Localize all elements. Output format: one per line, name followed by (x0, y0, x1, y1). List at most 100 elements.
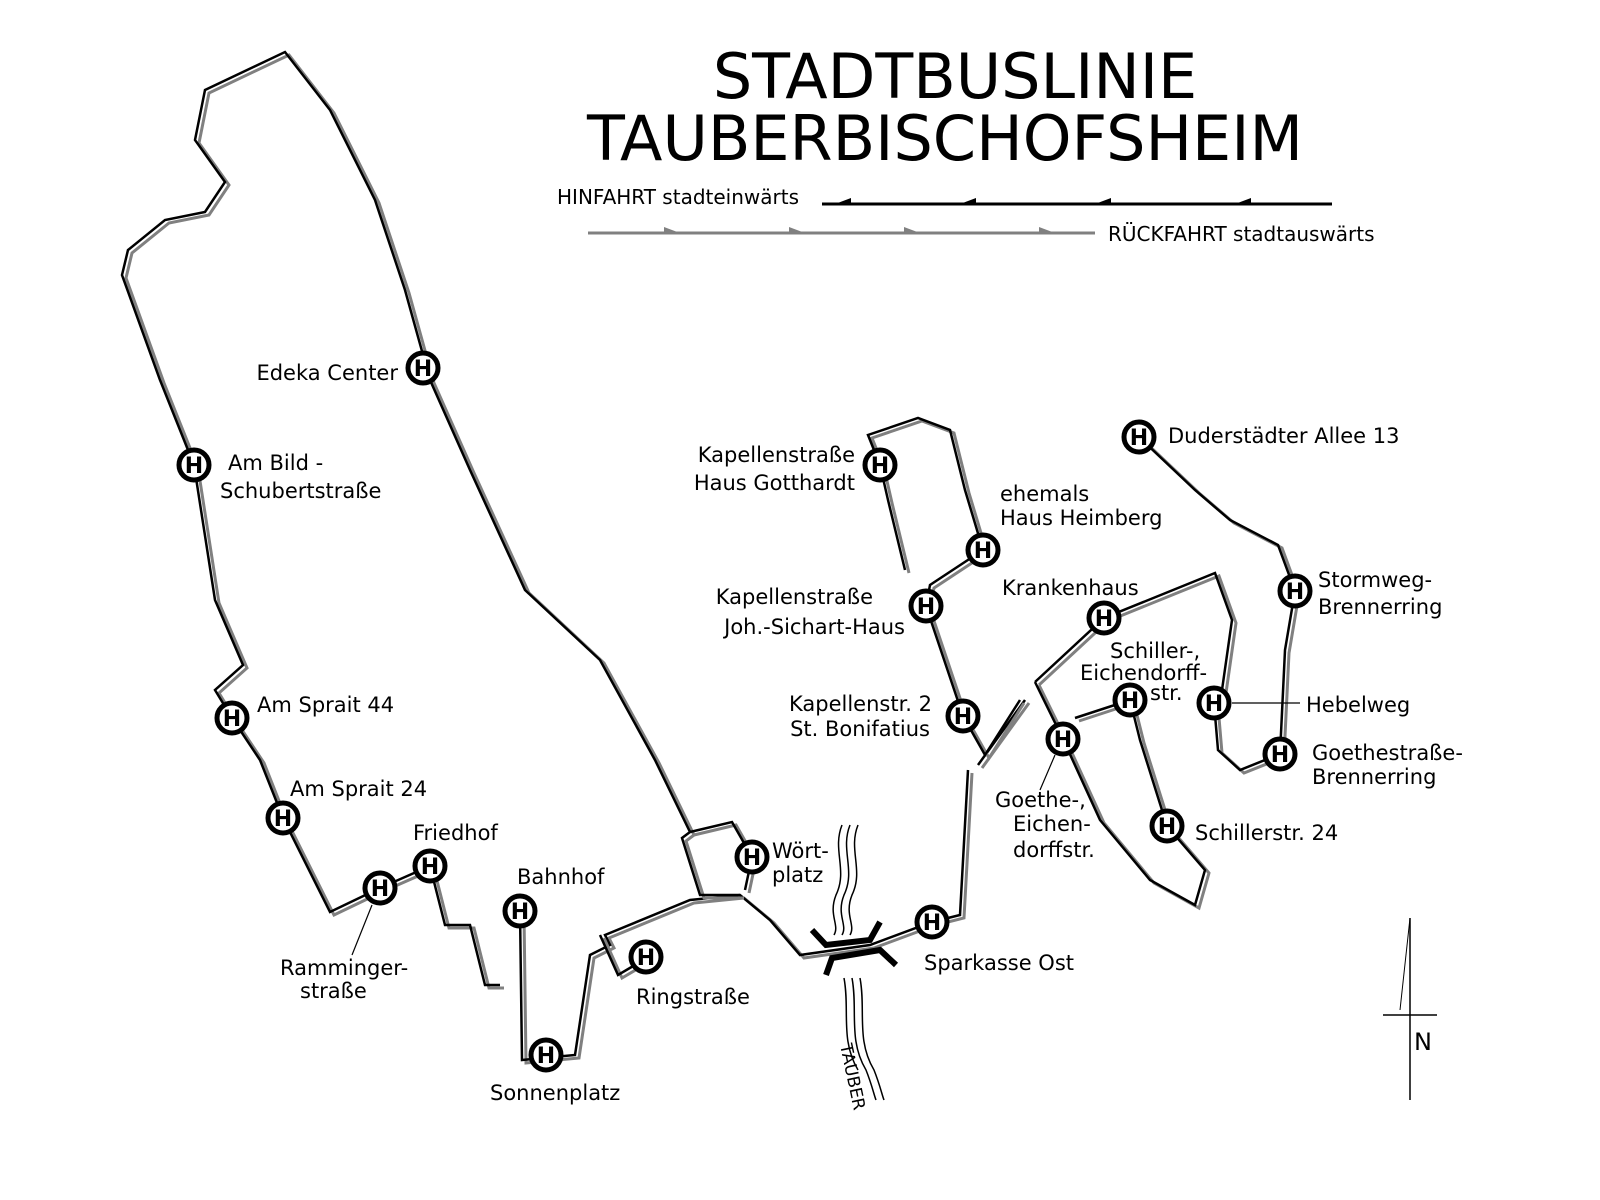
outbound-route-segment (680, 831, 740, 897)
stop-symbol: H (185, 454, 203, 479)
title-line-2: TAUBERBISCHOFSHEIM (586, 102, 1303, 175)
stop-label: platz (772, 863, 823, 887)
stop-label: Edeka Center (256, 361, 398, 385)
label-leader-line (351, 904, 373, 956)
bus-stop-icon: H (1277, 573, 1313, 609)
stop-symbol: H (1286, 580, 1304, 605)
arrow-right-icon (664, 227, 680, 233)
bus-stop-icon: H (628, 939, 664, 975)
stop-symbol: H (974, 539, 992, 564)
stop-symbol: H (1054, 728, 1072, 753)
bus-stop[interactable]: H Friedhof (412, 821, 498, 884)
stop-label: dorffstr. (1013, 838, 1095, 862)
north-label: N (1414, 1028, 1432, 1056)
outbound-route-segment (518, 769, 970, 1062)
stop-label: Kapellenstraße (716, 585, 873, 609)
return-route-segment (1037, 684, 1211, 911)
bus-stop-icon: H (862, 447, 898, 483)
north-arrow: N (1383, 917, 1437, 1100)
stop-label: Sonnenplatz (490, 1081, 620, 1105)
stop-label: straße (300, 979, 367, 1003)
stop-label: Haus Heimberg (1000, 506, 1162, 530)
bus-stop-icon: H (1112, 682, 1148, 718)
arrow-left-icon (1235, 198, 1251, 204)
bus-stop[interactable]: H Schillerstr. 24 (1149, 808, 1338, 845)
legend-return-label: RÜCKFAHRT stadtauswärts (1108, 222, 1375, 246)
stop-label: Kapellenstraße (698, 443, 855, 467)
stop-label: Ramminger- (280, 956, 408, 980)
stop-symbol: H (954, 705, 972, 730)
stop-symbol: H (537, 1044, 555, 1069)
stop-label: ehemals (1000, 482, 1089, 506)
bus-stop-icon: H (1086, 600, 1122, 636)
bus-stop[interactable]: H Hebelweg (1196, 685, 1410, 721)
legend-outbound-label: HINFAHRT stadteinwärts (557, 185, 799, 209)
stop-label: Brennerring (1312, 765, 1436, 789)
stop-label: Duderstädter Allee 13 (1168, 424, 1399, 448)
stop-symbol: H (421, 855, 439, 880)
stop-label: Sparkasse Ost (924, 951, 1074, 975)
river-tauber: TAUBER (809, 824, 899, 1112)
stop-label: Ringstraße (636, 985, 750, 1009)
bus-stop[interactable]: H Ramminger-straße (280, 870, 408, 1003)
bus-stop[interactable]: H Sparkasse Ost (914, 904, 1074, 975)
stop-symbol: H (923, 911, 941, 936)
stop-label: Kapellenstr. 2 (789, 692, 932, 716)
stop-symbol: H (414, 357, 432, 382)
stop-symbol: H (1095, 607, 1113, 632)
stop-symbol: H (1271, 743, 1289, 768)
bus-stop[interactable]: H Duderstädter Allee 13 (1121, 419, 1399, 455)
arrow-right-icon (904, 227, 920, 233)
bus-stop[interactable]: H Ringstraße (628, 939, 750, 1009)
stop-symbol: H (871, 454, 889, 479)
stop-label: Friedhof (413, 821, 498, 845)
bus-stop-icon: H (362, 870, 398, 906)
bus-stop[interactable]: HAm Sprait 24 (265, 777, 427, 836)
stop-symbol: H (223, 707, 241, 732)
stop-label: Am Bild - (228, 451, 323, 475)
stop-symbol: H (1121, 689, 1139, 714)
stop-symbol: H (1158, 815, 1176, 840)
legend-return-arrows (664, 227, 1055, 233)
bus-stop-icon: H (1121, 419, 1157, 455)
bus-stop-icon: H (908, 588, 944, 624)
stop-label: str. (1150, 681, 1183, 705)
stop-label: Eichendorff- (1080, 661, 1207, 685)
stop-symbol: H (637, 946, 655, 971)
bus-stop[interactable]: H Edeka Center (256, 350, 441, 386)
stop-symbol: H (1205, 692, 1223, 717)
stop-label: Schillerstr. 24 (1195, 821, 1338, 845)
outbound-route-segment (1033, 681, 1207, 907)
return-route-segment (1141, 438, 1301, 775)
title-line-1: STADTBUSLINIE (713, 40, 1197, 113)
bus-stop-icon: H (265, 800, 301, 836)
bus-stop-icon: H (412, 848, 448, 884)
return-route-segment (522, 772, 974, 1065)
bus-stop[interactable]: HAm Sprait 44 (214, 693, 394, 736)
stop-label: Krankenhaus (1002, 576, 1139, 600)
stop-label: Hebelweg (1306, 693, 1410, 717)
stop-symbol: H (274, 807, 292, 832)
arrow-left-icon (835, 198, 851, 204)
bus-stop-icon: H (1196, 685, 1232, 721)
bus-stop-icon: H (965, 532, 1001, 568)
stop-label: St. Bonifatius (790, 717, 930, 741)
bus-stop-icon: H (734, 839, 770, 875)
bus-stop-icon: H (1262, 736, 1298, 772)
outbound-route-segment (1138, 436, 1297, 772)
bus-stop[interactable]: H Kapellenstr. 2St. Bonifatius (789, 692, 981, 741)
bus-stop[interactable]: H Sonnenplatz (490, 1037, 620, 1105)
arrow-left-icon (1095, 198, 1111, 204)
bus-stop[interactable]: H Krankenhaus (1002, 576, 1139, 636)
